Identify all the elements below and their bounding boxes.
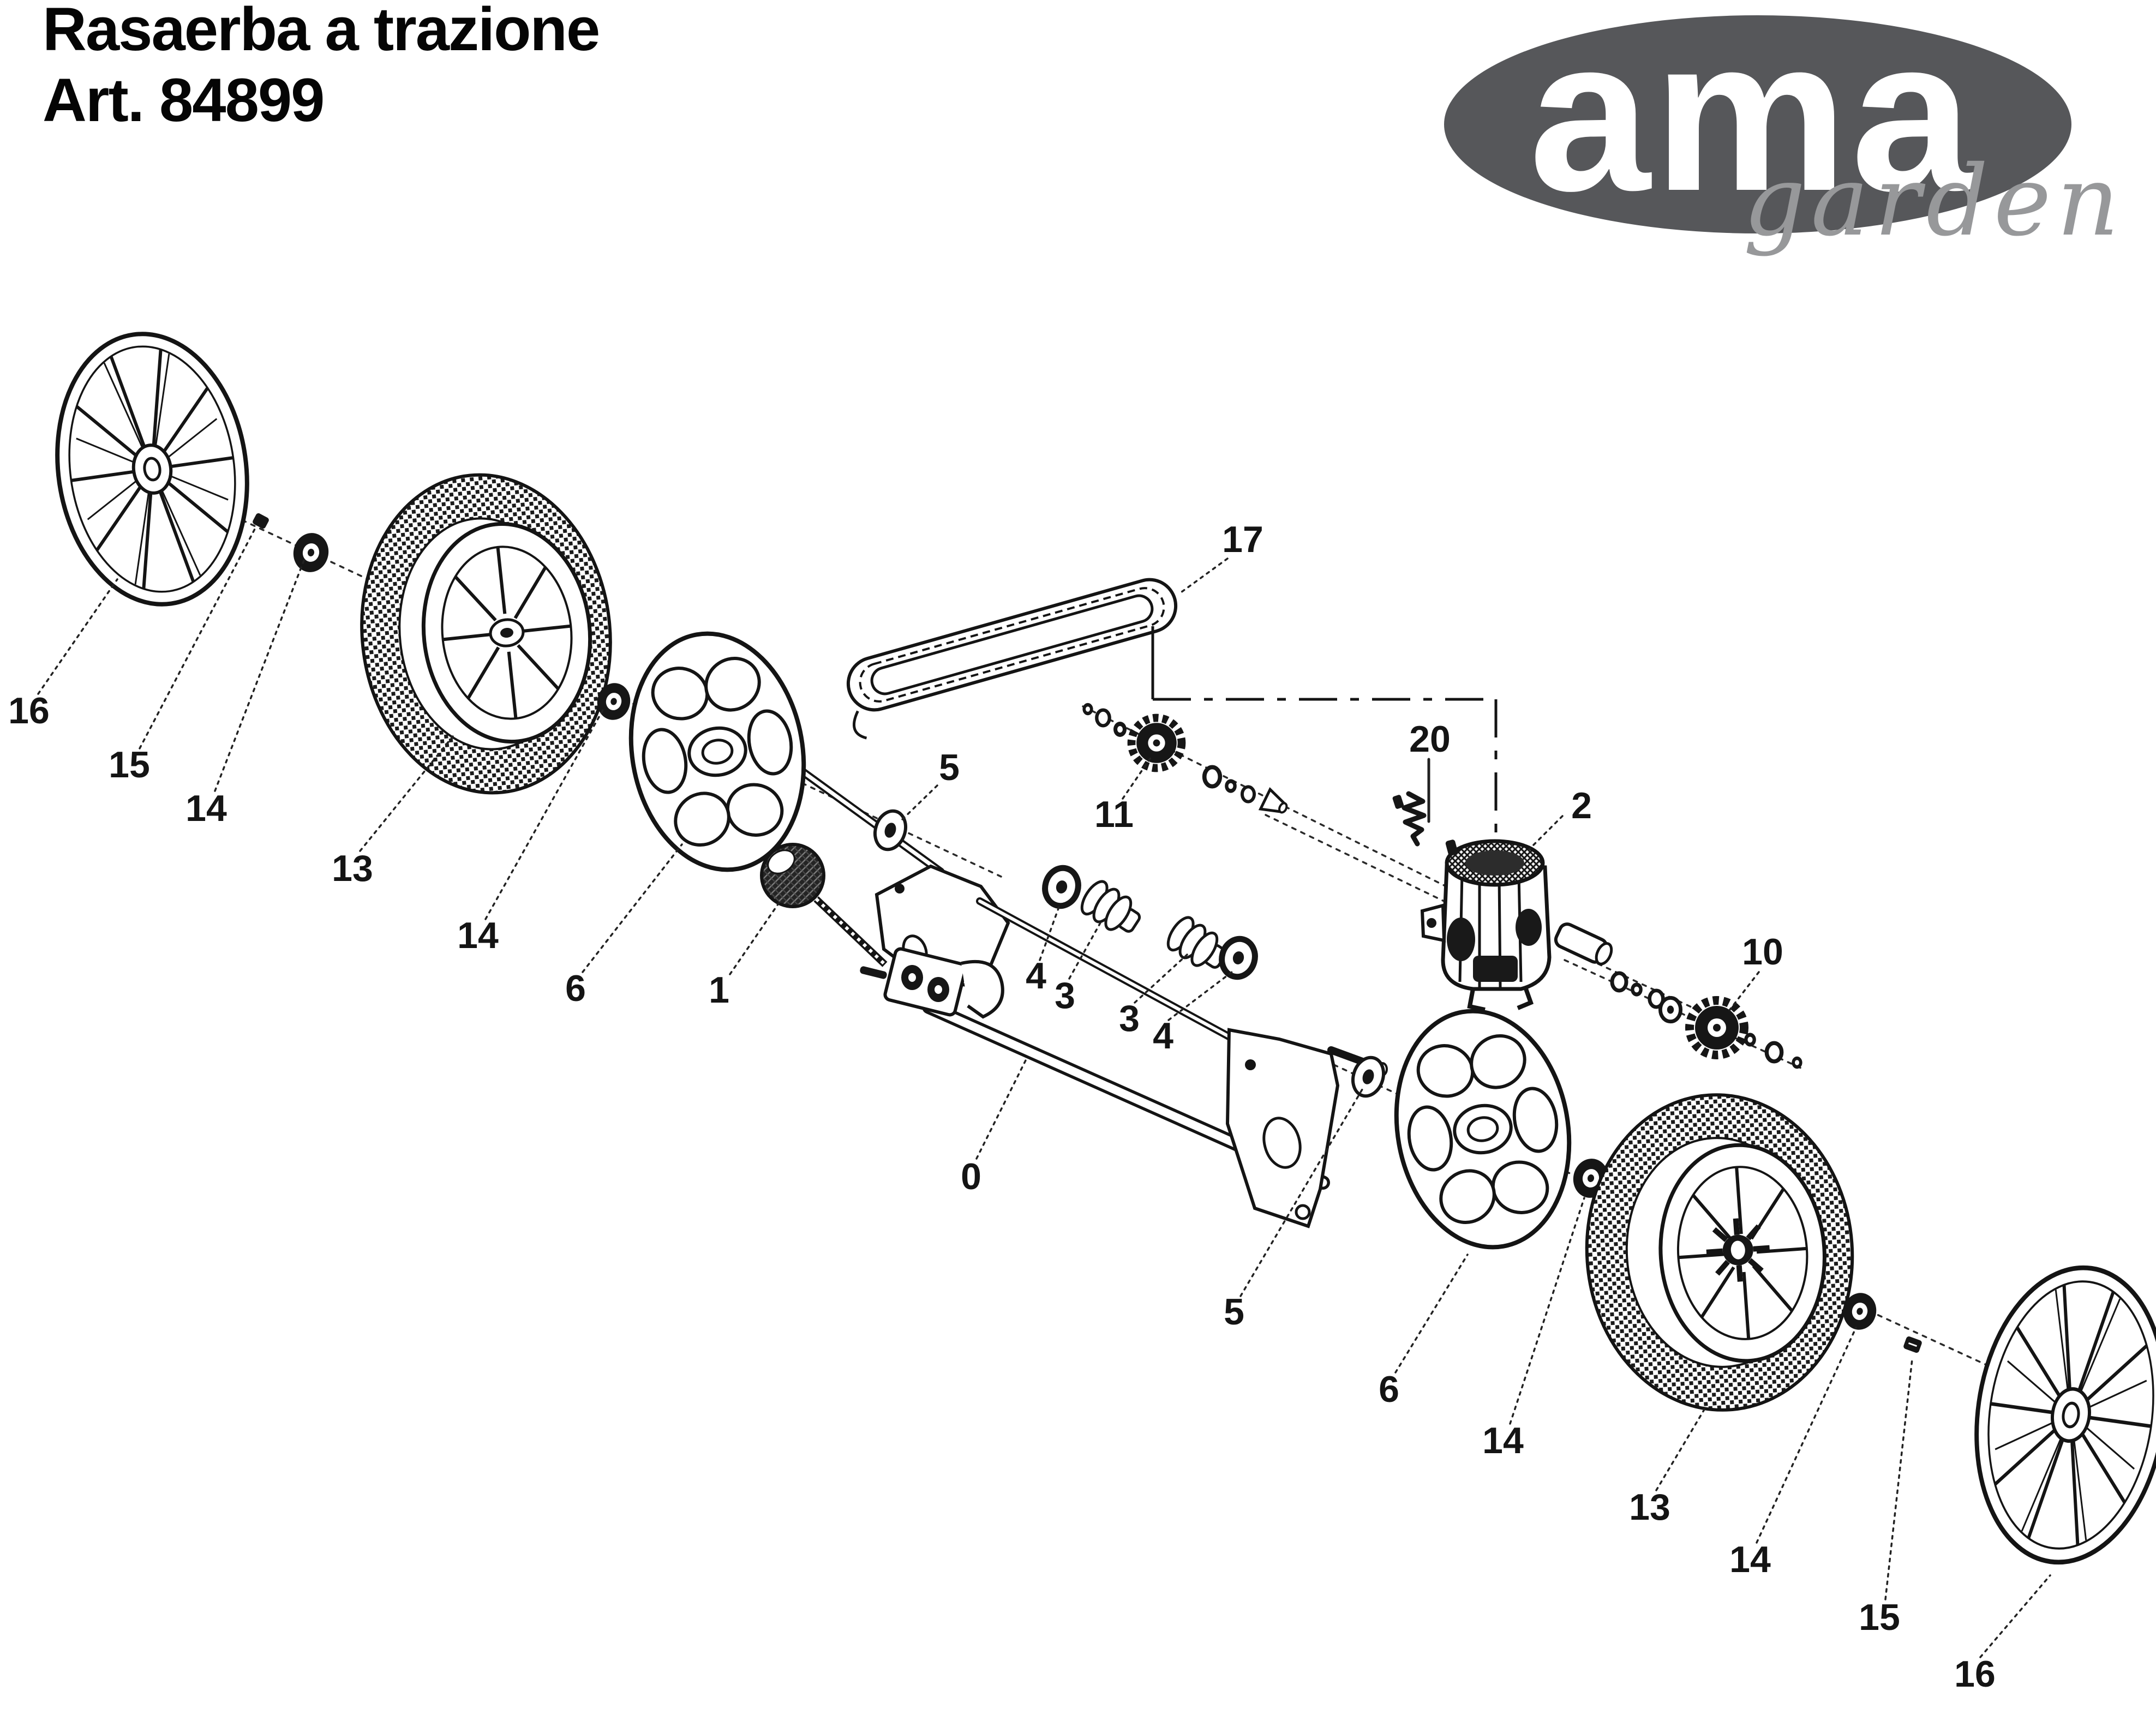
belt-reference-line bbox=[1151, 626, 1498, 847]
pulley-disc-right bbox=[1379, 997, 1588, 1261]
frame-torsion-rod bbox=[976, 897, 1235, 1041]
page-header: Rasaerba a trazione Art. 84899 bbox=[43, 0, 600, 134]
part-label-3-a: 3 bbox=[1055, 975, 1075, 1016]
part-label-2: 2 bbox=[1571, 785, 1592, 826]
part-label-15-right: 15 bbox=[1859, 1597, 1900, 1638]
frame-assembly bbox=[793, 764, 1388, 1228]
logo-ellipse bbox=[1444, 15, 2071, 233]
output-gear-train bbox=[1612, 973, 1802, 1069]
page-title-line1: Rasaerba a trazione bbox=[43, 0, 599, 63]
part-label-15-left: 15 bbox=[109, 744, 150, 785]
leader-line bbox=[214, 558, 306, 792]
leader-line bbox=[1756, 1327, 1857, 1544]
part-label-14-low-1: 14 bbox=[1482, 1420, 1524, 1461]
part-label-11: 11 bbox=[1094, 794, 1134, 835]
leader-line bbox=[1068, 921, 1102, 980]
axle-bolt-left bbox=[253, 513, 269, 529]
part-label-17: 17 bbox=[1222, 519, 1263, 560]
coupling-block bbox=[860, 947, 1004, 1019]
logo-subbrand-text: garden bbox=[1743, 145, 2124, 257]
part-labels: 16 15 14 13 14 6 1 5 0 4 3 3 4 17 11 20 … bbox=[8, 519, 1996, 1695]
part-label-4-b: 4 bbox=[1153, 1015, 1173, 1057]
leader-line bbox=[899, 784, 938, 823]
leader-line bbox=[1979, 1574, 2051, 1658]
part-label-10: 10 bbox=[1742, 931, 1783, 973]
leader-line bbox=[729, 900, 781, 975]
leader-line bbox=[1239, 1086, 1365, 1297]
leader-lines bbox=[37, 527, 2051, 1658]
hubcap-left bbox=[40, 321, 264, 616]
axle-nut-right bbox=[1903, 1336, 1922, 1353]
leader-line bbox=[1884, 1358, 1913, 1600]
leader-line bbox=[1528, 815, 1564, 851]
part-label-6-upper: 6 bbox=[565, 968, 586, 1009]
leader-line bbox=[484, 708, 604, 920]
leader-line bbox=[1394, 1254, 1469, 1374]
pinion-gear-11 bbox=[1131, 718, 1182, 768]
wheel-left bbox=[360, 473, 612, 795]
part-label-13-right: 13 bbox=[1629, 1486, 1670, 1528]
part-label-4-a: 4 bbox=[1026, 955, 1046, 997]
frame-right-bracket bbox=[1225, 1028, 1340, 1228]
wheel-hub-sprocket bbox=[1706, 1218, 1770, 1282]
ring-4b bbox=[1218, 935, 1259, 980]
leader-line bbox=[1167, 971, 1233, 1021]
leader-line bbox=[1509, 1197, 1585, 1425]
spring-clip-20 bbox=[1392, 791, 1427, 847]
gearbox bbox=[1420, 839, 1613, 1012]
leader-line bbox=[1122, 756, 1152, 800]
leader-line bbox=[37, 578, 118, 695]
leader-line bbox=[1039, 904, 1061, 961]
leader-line bbox=[1728, 971, 1760, 1011]
ring-4a bbox=[1041, 864, 1082, 909]
drive-belt bbox=[846, 578, 1178, 740]
part-label-3-b: 3 bbox=[1119, 998, 1140, 1039]
part-label-5-lower: 5 bbox=[1224, 1291, 1244, 1333]
drive-gear-10 bbox=[1690, 1000, 1744, 1055]
part-label-14-left-1: 14 bbox=[185, 788, 227, 829]
axle-cone bbox=[1258, 787, 1288, 814]
part-label-20: 20 bbox=[1409, 718, 1451, 760]
part-label-16-right: 16 bbox=[1954, 1653, 1996, 1695]
part-label-16-left: 16 bbox=[8, 690, 50, 731]
adjuster-knob bbox=[760, 843, 888, 967]
leader-line bbox=[582, 843, 683, 973]
part-label-1: 1 bbox=[709, 969, 729, 1011]
part-label-6-lower: 6 bbox=[1379, 1369, 1399, 1410]
wheel-right bbox=[1585, 1093, 1854, 1412]
axle-gear-train bbox=[1082, 703, 1288, 814]
leader-line bbox=[139, 527, 256, 749]
logo-brand-text: ama bbox=[1529, 0, 1976, 236]
brand-logo: ama garden bbox=[1444, 0, 2124, 257]
part-label-5-upper: 5 bbox=[939, 747, 960, 788]
leader-line bbox=[359, 735, 454, 852]
leader-line bbox=[975, 1057, 1028, 1160]
part-label-0: 0 bbox=[961, 1156, 981, 1197]
leader-line bbox=[1655, 1408, 1705, 1491]
bearing-front-left-outer bbox=[290, 530, 332, 575]
page-title-line2: Art. 84899 bbox=[43, 66, 324, 134]
part-label-14-left-2: 14 bbox=[457, 915, 499, 956]
axis-center-shaft-2 bbox=[1265, 814, 1450, 904]
hubcap-right bbox=[1959, 1256, 2156, 1575]
part-label-14-low-2: 14 bbox=[1729, 1539, 1771, 1580]
bushing-3a bbox=[1077, 878, 1146, 940]
part-label-13-left: 13 bbox=[332, 848, 373, 889]
leader-line bbox=[1178, 557, 1229, 595]
frame-rod-upper bbox=[793, 764, 945, 876]
